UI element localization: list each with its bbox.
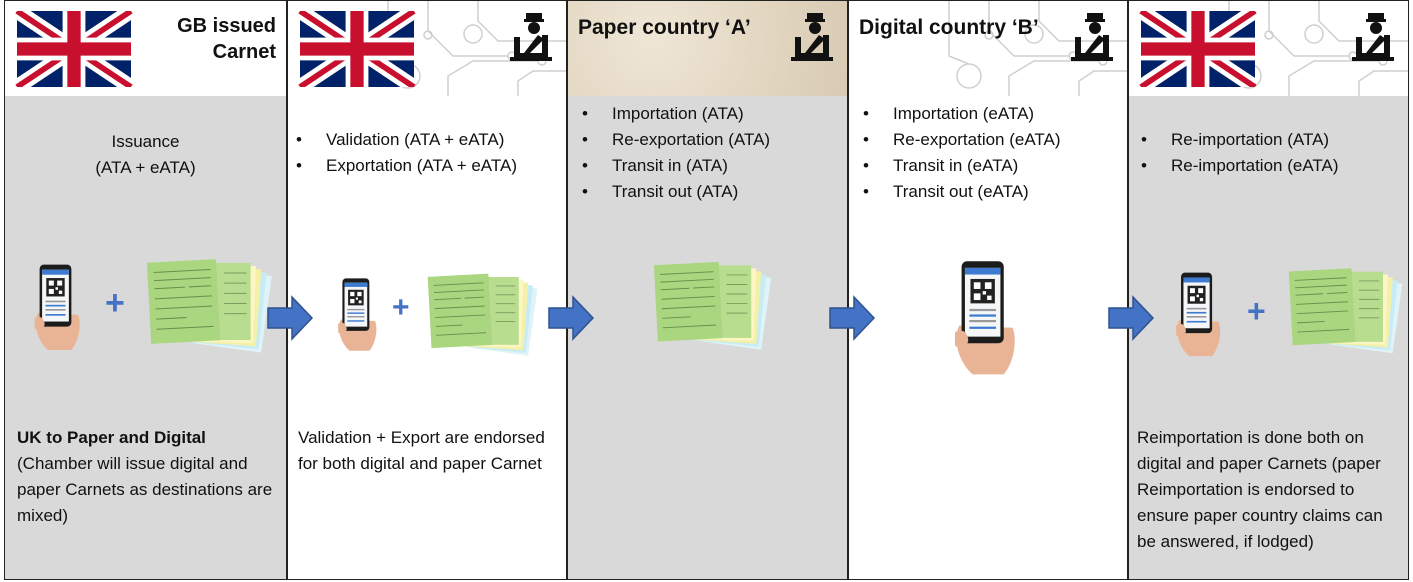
procedure-list: Importation (eATA) Re-exportation (eATA)…	[857, 101, 1061, 205]
list-item: Exportation (ATA + eATA)	[290, 153, 517, 179]
procedure-list: Validation (ATA + eATA) Exportation (ATA…	[290, 127, 517, 179]
stage-title: Digital country ‘B’	[859, 16, 1039, 39]
stage-header: Digital country ‘B’	[849, 1, 1127, 96]
paper-carnet-icon	[1287, 263, 1407, 357]
smartphone-qr-icon	[332, 277, 384, 355]
list-item: Transit out (eATA)	[857, 179, 1061, 205]
smartphone-qr-icon	[1169, 271, 1229, 361]
smartphone-qr-icon	[27, 263, 89, 355]
list-item: Validation (ATA + eATA)	[290, 127, 517, 153]
arrow-right-icon	[1107, 294, 1155, 342]
arrow-right-icon	[266, 294, 314, 342]
stage-gb-issuance: GB issued Carnet Issuance (ATA + eATA) +…	[4, 0, 287, 580]
paper-carnet-icon	[426, 271, 542, 357]
paper-carnet-icon	[145, 256, 277, 354]
uk-flag-icon	[1139, 11, 1257, 87]
list-item: Importation (eATA)	[857, 101, 1061, 127]
stage-gb-export: Validation (ATA + eATA) Exportation (ATA…	[287, 0, 567, 580]
note-body: (Chamber will issue digital and paper Ca…	[17, 454, 273, 525]
plus-sign: +	[1247, 293, 1266, 329]
stage-note: UK to Paper and Digital (Chamber will is…	[17, 425, 279, 529]
stage-title: GB issued Carnet	[177, 13, 276, 65]
list-item: Transit out (ATA)	[576, 179, 770, 205]
customs-officer-icon	[508, 13, 554, 61]
stage-header: Paper country ‘A’	[568, 1, 847, 96]
stage-note: Reimportation is done both on digital an…	[1137, 428, 1383, 551]
stage-digital-country: Digital country ‘B’ Importation (eATA) R…	[848, 0, 1128, 580]
plus-sign: +	[105, 284, 125, 322]
issuance-label: Issuance (ATA + eATA)	[5, 129, 286, 181]
stage-header	[1129, 1, 1408, 96]
stage-title-line-1: GB issued	[177, 15, 276, 37]
list-item: Re-importation (eATA)	[1135, 153, 1339, 179]
stage-header: GB issued Carnet	[5, 1, 286, 96]
procedure-list: Importation (ATA) Re-exportation (ATA) T…	[576, 101, 770, 205]
customs-officer-icon	[789, 13, 835, 61]
list-item: Importation (ATA)	[576, 101, 770, 127]
plus-sign: +	[392, 291, 410, 324]
stage-title-line-2: Carnet	[212, 41, 276, 63]
stage-paper-country: Paper country ‘A’ Importation (ATA) Re-e…	[567, 0, 848, 580]
list-item: Transit in (eATA)	[857, 153, 1061, 179]
uk-flag-icon	[298, 11, 416, 87]
stage-title: Paper country ‘A’	[578, 16, 751, 39]
arrow-right-icon	[547, 294, 595, 342]
stage-note: Validation + Export are endorsed for bot…	[298, 428, 545, 473]
note-heading: UK to Paper and Digital	[17, 428, 206, 447]
list-item: Re-exportation (ATA)	[576, 127, 770, 153]
list-item: Re-exportation (eATA)	[857, 127, 1061, 153]
paper-carnet-icon	[652, 259, 776, 351]
customs-officer-icon	[1069, 13, 1115, 61]
issuance-scope: (ATA + eATA)	[95, 158, 196, 177]
list-item: Re-importation (ATA)	[1135, 127, 1339, 153]
stage-header	[288, 1, 566, 96]
stage-gb-reimport: Re-importation (ATA) Re-importation (eAT…	[1128, 0, 1409, 580]
issuance-text: Issuance	[111, 132, 180, 151]
arrow-right-icon	[828, 294, 876, 342]
procedure-list: Re-importation (ATA) Re-importation (eAT…	[1135, 127, 1339, 179]
uk-flag-icon	[15, 11, 133, 87]
list-item: Transit in (ATA)	[576, 153, 770, 179]
smartphone-qr-icon	[945, 259, 1027, 381]
customs-officer-icon	[1350, 13, 1396, 61]
